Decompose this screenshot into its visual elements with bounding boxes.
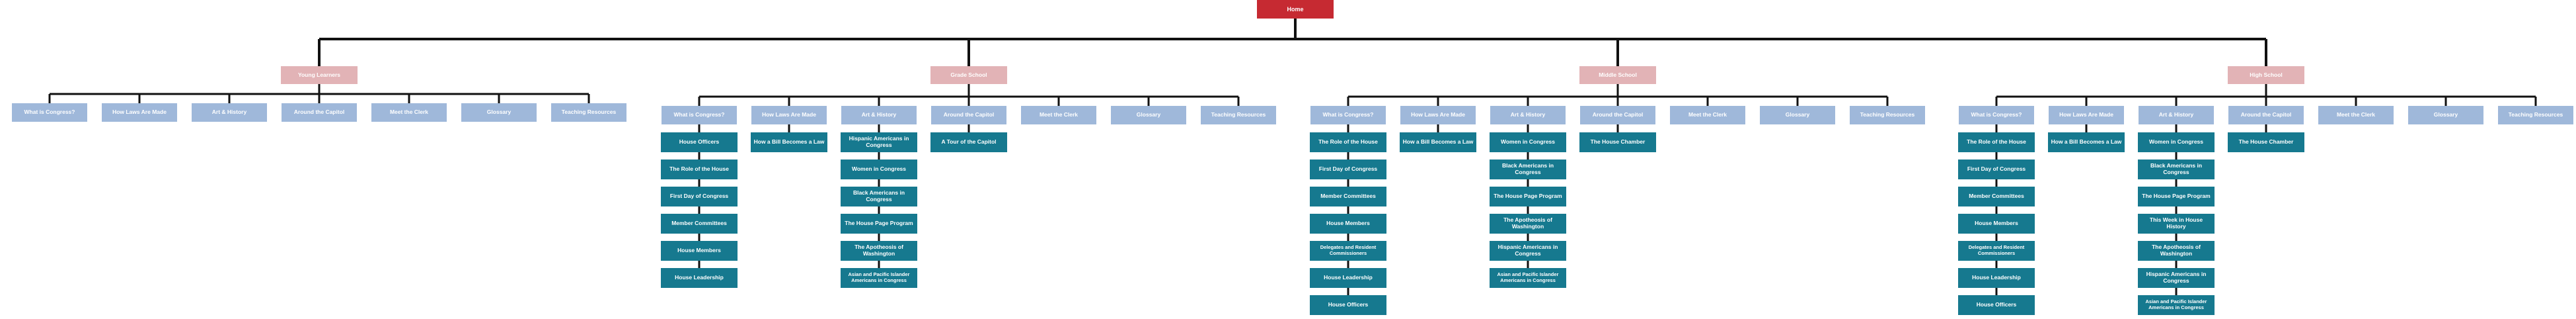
leaf-the-apotheosis-of-washington[interactable]: The Apotheosis of Washington bbox=[841, 241, 917, 261]
leaf-house-leadership[interactable]: House Leadership bbox=[661, 268, 738, 288]
leaf-first-day-of-congress[interactable]: First Day of Congress bbox=[1958, 160, 2035, 179]
category-glossary[interactable]: Glossary bbox=[1760, 106, 1835, 124]
leaf-house-officers[interactable]: House Officers bbox=[1310, 295, 1386, 315]
leaf-women-in-congress[interactable]: Women in Congress bbox=[2138, 132, 2215, 152]
category-around-the-capitol[interactable]: Around the Capitol bbox=[931, 106, 1006, 124]
leaf-first-day-of-congress[interactable]: First Day of Congress bbox=[661, 187, 738, 206]
leaf-women-in-congress[interactable]: Women in Congress bbox=[841, 160, 917, 179]
section-middle-school[interactable]: Middle School bbox=[1579, 66, 1656, 84]
category-teaching-resources[interactable]: Teaching Resources bbox=[1201, 106, 1276, 124]
leaf-house-officers[interactable]: House Officers bbox=[1958, 295, 2035, 315]
category-around-the-capitol[interactable]: Around the Capitol bbox=[282, 103, 357, 122]
category-meet-the-clerk[interactable]: Meet the Clerk bbox=[1670, 106, 1745, 124]
category-teaching-resources[interactable]: Teaching Resources bbox=[551, 103, 626, 122]
category-glossary[interactable]: Glossary bbox=[461, 103, 537, 122]
leaf-house-members[interactable]: House Members bbox=[1310, 214, 1386, 234]
leaf-the-apotheosis-of-washington[interactable]: The Apotheosis of Washington bbox=[2138, 241, 2215, 261]
leaf-asian-and-pacific-islander-americans-in-congress[interactable]: Asian and Pacific Islander Americans in … bbox=[841, 268, 917, 288]
leaf-how-a-bill-becomes-a-law[interactable]: How a Bill Becomes a Law bbox=[2048, 132, 2125, 152]
leaf-member-committees[interactable]: Member Committees bbox=[1310, 187, 1386, 206]
category-what-is-congress[interactable]: What is Congress? bbox=[1310, 106, 1386, 124]
category-around-the-capitol[interactable]: Around the Capitol bbox=[1580, 106, 1655, 124]
leaf-hispanic-americans-in-congress[interactable]: Hispanic Americans in Congress bbox=[1490, 241, 1566, 261]
category-what-is-congress[interactable]: What is Congress? bbox=[1959, 106, 2034, 124]
section-high-school[interactable]: High School bbox=[2228, 66, 2304, 84]
leaf-a-tour-of-the-capitol[interactable]: A Tour of the Capitol bbox=[930, 132, 1007, 152]
leaf-the-apotheosis-of-washington[interactable]: The Apotheosis of Washington bbox=[1490, 214, 1566, 234]
category-what-is-congress[interactable]: What is Congress? bbox=[662, 106, 737, 124]
leaf-the-house-page-program[interactable]: The House Page Program bbox=[1490, 187, 1566, 206]
leaf-the-house-chamber[interactable]: The House Chamber bbox=[2228, 132, 2304, 152]
leaf-member-committees[interactable]: Member Committees bbox=[661, 214, 738, 234]
leaf-delegates-and-resident-commissioners[interactable]: Delegates and Resident Commissioners bbox=[1958, 241, 2035, 261]
category-art-history[interactable]: Art & History bbox=[192, 103, 267, 122]
leaf-house-leadership[interactable]: House Leadership bbox=[1310, 268, 1386, 288]
category-meet-the-clerk[interactable]: Meet the Clerk bbox=[1021, 106, 1096, 124]
category-teaching-resources[interactable]: Teaching Resources bbox=[1850, 106, 1925, 124]
category-meet-the-clerk[interactable]: Meet the Clerk bbox=[2318, 106, 2394, 124]
leaf-black-americans-in-congress[interactable]: Black Americans in Congress bbox=[2138, 160, 2215, 179]
category-how-laws-are-made[interactable]: How Laws Are Made bbox=[1400, 106, 1476, 124]
category-how-laws-are-made[interactable]: How Laws Are Made bbox=[2049, 106, 2124, 124]
category-art-history[interactable]: Art & History bbox=[841, 106, 917, 124]
category-glossary[interactable]: Glossary bbox=[1111, 106, 1186, 124]
category-how-laws-are-made[interactable]: How Laws Are Made bbox=[751, 106, 827, 124]
section-young-learners[interactable]: Young Learners bbox=[281, 66, 358, 84]
section-grade-school[interactable]: Grade School bbox=[930, 66, 1007, 84]
leaf-member-committees[interactable]: Member Committees bbox=[1958, 187, 2035, 206]
leaf-house-members[interactable]: House Members bbox=[661, 241, 738, 261]
category-around-the-capitol[interactable]: Around the Capitol bbox=[2228, 106, 2304, 124]
leaf-house-officers[interactable]: House Officers bbox=[661, 132, 738, 152]
leaf-the-house-chamber[interactable]: The House Chamber bbox=[1579, 132, 1656, 152]
leaf-how-a-bill-becomes-a-law[interactable]: How a Bill Becomes a Law bbox=[751, 132, 827, 152]
leaf-hispanic-americans-in-congress[interactable]: Hispanic Americans in Congress bbox=[2138, 268, 2215, 288]
leaf-this-week-in-house-history[interactable]: This Week in House History bbox=[2138, 214, 2215, 234]
leaf-asian-and-pacific-islander-americans-in-congress[interactable]: Asian and Pacific Islander Americans in … bbox=[1490, 268, 1566, 288]
category-what-is-congress[interactable]: What is Congress? bbox=[12, 103, 87, 122]
leaf-the-role-of-the-house[interactable]: The Role of the House bbox=[1958, 132, 2035, 152]
leaf-delegates-and-resident-commissioners[interactable]: Delegates and Resident Commissioners bbox=[1310, 241, 1386, 261]
leaf-how-a-bill-becomes-a-law[interactable]: How a Bill Becomes a Law bbox=[1400, 132, 1476, 152]
category-art-history[interactable]: Art & History bbox=[2139, 106, 2214, 124]
category-how-laws-are-made[interactable]: How Laws Are Made bbox=[102, 103, 177, 122]
leaf-the-house-page-program[interactable]: The House Page Program bbox=[2138, 187, 2215, 206]
leaf-the-role-of-the-house[interactable]: The Role of the House bbox=[661, 160, 738, 179]
leaf-women-in-congress[interactable]: Women in Congress bbox=[1490, 132, 1566, 152]
leaf-house-leadership[interactable]: House Leadership bbox=[1958, 268, 2035, 288]
leaf-house-members[interactable]: House Members bbox=[1958, 214, 2035, 234]
leaf-first-day-of-congress[interactable]: First Day of Congress bbox=[1310, 160, 1386, 179]
leaf-black-americans-in-congress[interactable]: Black Americans in Congress bbox=[841, 187, 917, 206]
category-teaching-resources[interactable]: Teaching Resources bbox=[2498, 106, 2573, 124]
leaf-black-americans-in-congress[interactable]: Black Americans in Congress bbox=[1490, 160, 1566, 179]
category-glossary[interactable]: Glossary bbox=[2408, 106, 2483, 124]
leaf-hispanic-americans-in-congress[interactable]: Hispanic Americans in Congress bbox=[841, 132, 917, 152]
category-meet-the-clerk[interactable]: Meet the Clerk bbox=[371, 103, 447, 122]
leaf-the-role-of-the-house[interactable]: The Role of the House bbox=[1310, 132, 1386, 152]
category-art-history[interactable]: Art & History bbox=[1490, 106, 1566, 124]
leaf-the-house-page-program[interactable]: The House Page Program bbox=[841, 214, 917, 234]
root-node-home[interactable]: Home bbox=[1257, 0, 1334, 19]
leaf-asian-and-pacific-islander-americans-in-congress[interactable]: Asian and Pacific Islander Americans in … bbox=[2138, 295, 2215, 315]
